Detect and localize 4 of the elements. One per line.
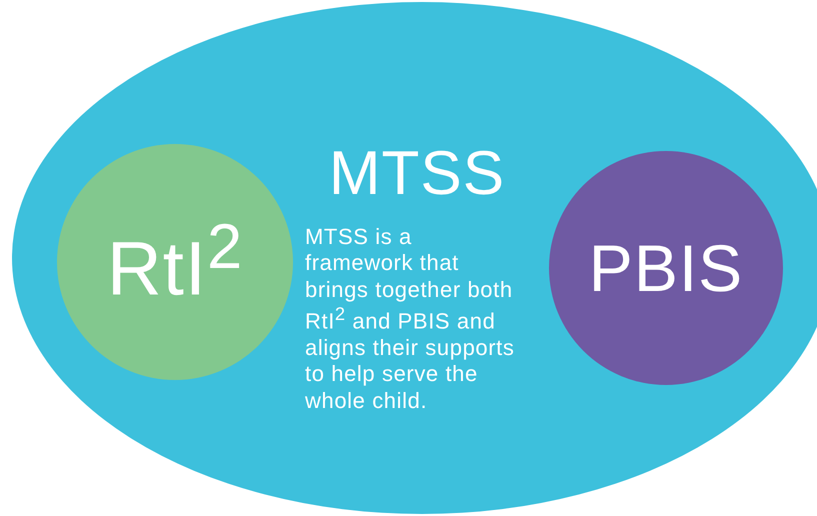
- description-text: MTSS is a framework that brings together both RtI$^{2}$ and PBIS and aligns their supports to help serve the whole child.: [305, 224, 516, 414]
- node-heading: MTSS: [328, 140, 506, 208]
- circle-label: RtI$^{2}$: [106, 211, 244, 314]
- circle-label: PBIS: [588, 230, 744, 307]
